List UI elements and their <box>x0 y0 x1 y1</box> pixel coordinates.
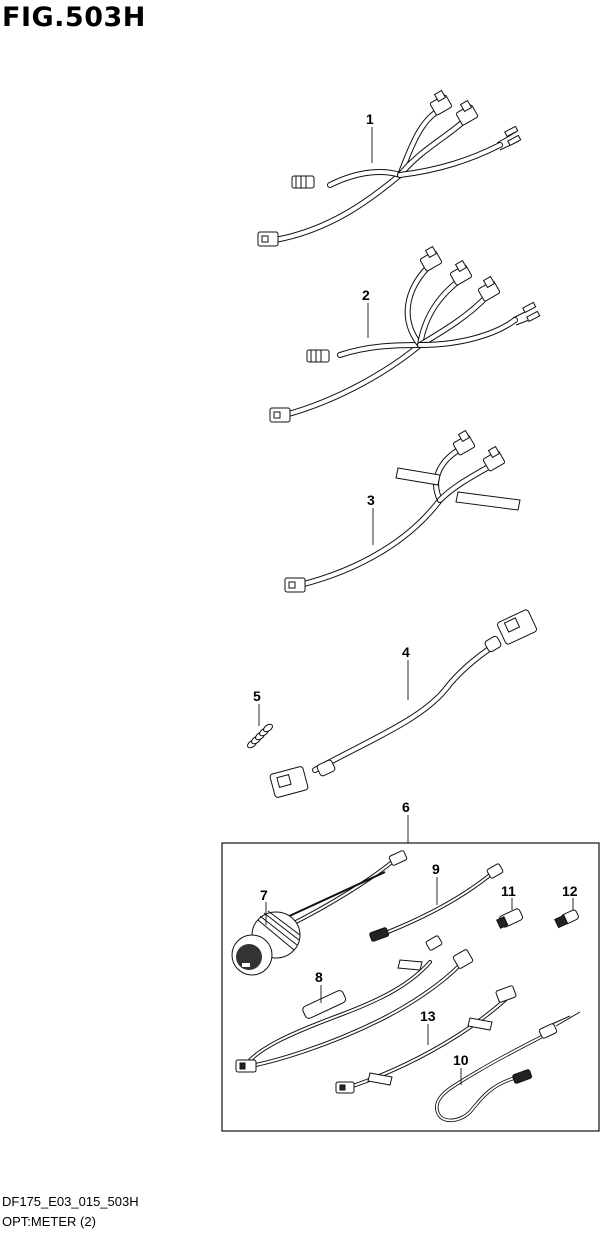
figure-code: DF175_E03_015_503H <box>2 1194 139 1209</box>
connector-icon <box>419 245 443 272</box>
connector-icon <box>477 275 501 302</box>
part-13-cable <box>335 985 517 1094</box>
connector-icon <box>291 175 315 189</box>
part-5-spring: 5 <box>247 688 273 749</box>
part-6-meter-kit: 6 7 9 <box>221 799 600 1132</box>
callout-11: 11 <box>501 883 516 899</box>
part-3-harness: 3 <box>284 429 521 593</box>
callout-1: 1 <box>366 111 374 127</box>
callout-4: 4 <box>402 644 410 660</box>
callout-5: 5 <box>253 688 261 704</box>
figure-title: FIG.503H <box>2 2 146 33</box>
part-2-harness: 2 <box>269 245 541 423</box>
figure-caption: OPT:METER (2) <box>2 1214 96 1229</box>
connector-icon <box>269 407 291 423</box>
connector-icon <box>455 99 479 126</box>
part-1-harness: 1 <box>257 89 522 247</box>
callout-7: 7 <box>260 887 268 903</box>
sensor-icon <box>554 909 579 929</box>
sensor-icon <box>496 908 524 929</box>
connector-icon <box>452 429 476 456</box>
callout-3: 3 <box>367 492 375 508</box>
callout-10: 10 <box>453 1052 469 1068</box>
connector-icon <box>284 577 306 593</box>
meter-gauge-icon <box>231 850 408 976</box>
callout-8: 8 <box>315 969 323 985</box>
connector-icon <box>306 349 330 363</box>
connector-icon <box>482 445 506 472</box>
sensor-icon <box>369 863 504 942</box>
spring-icon <box>247 723 273 749</box>
connector-icon <box>497 609 537 645</box>
kit-frame <box>221 842 600 1132</box>
callout-13: 13 <box>420 1008 436 1024</box>
callout-2: 2 <box>362 287 370 303</box>
callout-6: 6 <box>402 799 410 815</box>
connector-icon <box>269 766 309 798</box>
part-10-sensor-cable <box>435 1011 581 1123</box>
part-4-cable: 4 <box>269 609 537 798</box>
connector-icon <box>429 89 453 116</box>
connector-icon <box>449 259 473 286</box>
callout-12: 12 <box>562 883 578 899</box>
part-8-harness <box>235 935 474 1073</box>
callout-9: 9 <box>432 861 440 877</box>
connector-icon <box>257 231 279 247</box>
